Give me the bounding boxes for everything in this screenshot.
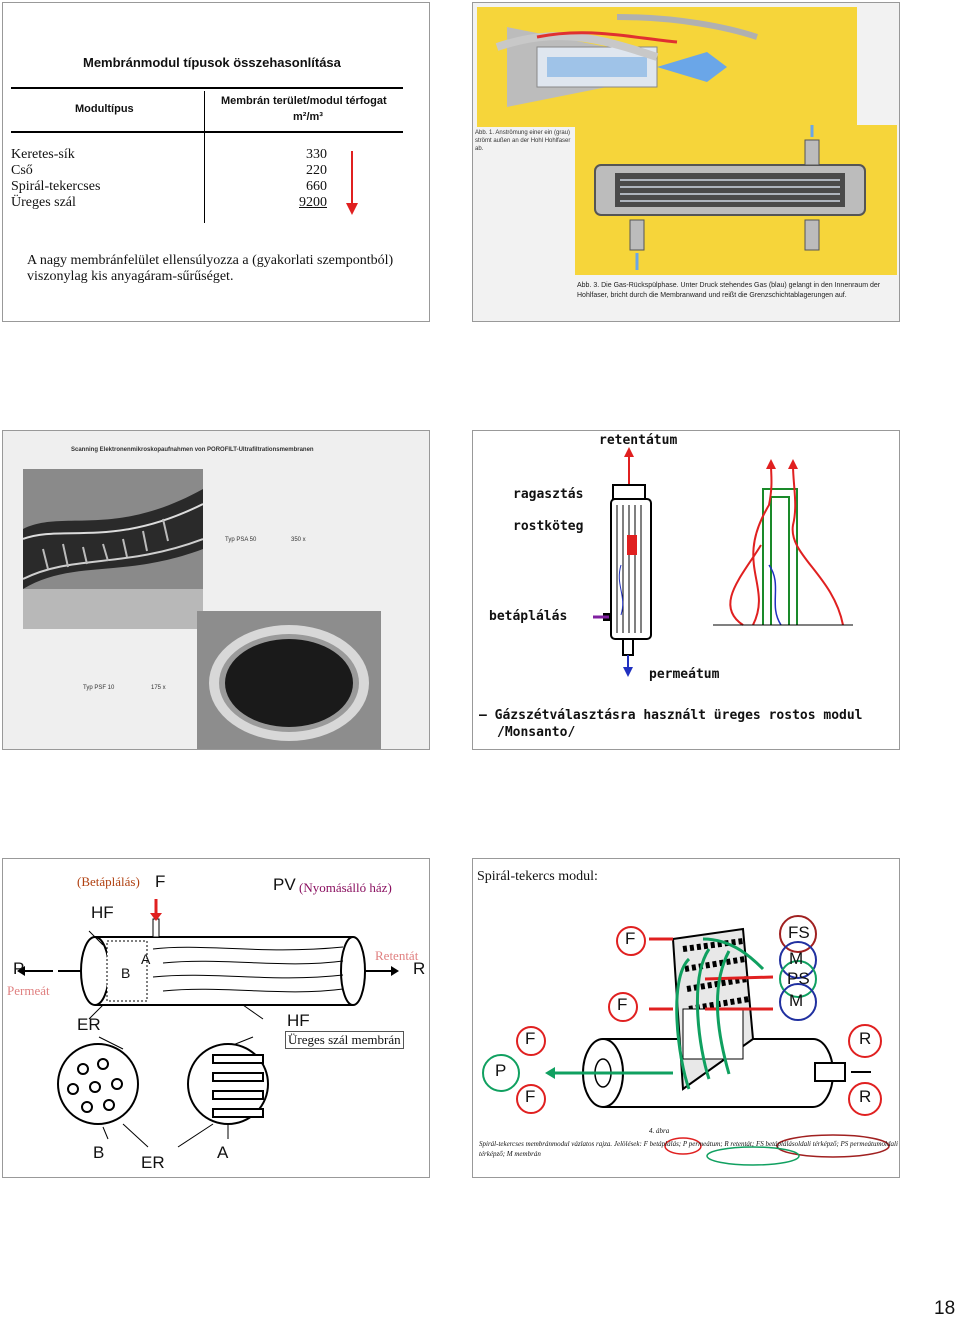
figure-number: 4. ábra — [649, 1127, 670, 1135]
f-symbol-1: F — [625, 929, 636, 948]
vessel-label: (Nyomásálló ház) — [299, 880, 392, 895]
psf10-magnification: 175 x — [151, 685, 166, 691]
slide-spiral-wound-module: Spirál-tekercs modul: — [472, 858, 900, 1178]
slide-hollow-fiber-membrane: (Betáplálás) F PV (Nyomásálló ház) HF P … — [2, 858, 430, 1178]
spiral-module-title: Spirál-tekercs modul: — [477, 869, 598, 884]
fs-symbol: FS — [788, 923, 810, 942]
title-underline — [11, 87, 403, 89]
module-caption-line2: /Monsanto/ — [497, 725, 576, 740]
fiber-label: Üreges szál membrán — [285, 1031, 404, 1049]
glue-label: ragasztás — [513, 487, 584, 502]
header-divider — [11, 131, 403, 133]
column-divider — [204, 91, 205, 223]
row-value: 9200 — [299, 195, 327, 210]
b-symbol: B — [93, 1143, 105, 1162]
sem-header: Scanning Elektronenmikroskopaufnahmen vo… — [71, 447, 314, 453]
sem-image-psa50 — [23, 469, 203, 629]
spiral-caption: Spirál-tekercses membránmodul vázlatos r… — [479, 1140, 898, 1158]
b-symbol-top: B — [121, 965, 131, 981]
abb3-caption: Abb. 3. Die Gas-Rückspülphase. Unter Dru… — [577, 282, 881, 299]
anstroemung-photo — [477, 7, 857, 127]
hf-symbol-lower: HF — [287, 1011, 310, 1030]
r-symbol-2: R — [859, 1087, 872, 1106]
header-unit: m²/m³ — [293, 111, 323, 123]
m-symbol-1: M — [789, 949, 804, 968]
hollow-fiber-membrane-drawing — [17, 899, 399, 1148]
module-caption-line1: – Gázszétválasztásra használt üreges ros… — [479, 708, 863, 723]
slide-membrane-comparison: Membránmodul típusok összehasonlítása Mo… — [2, 2, 430, 322]
slide-hollow-fiber-module: retentátum ragasztás rostköteg betáplálá… — [472, 430, 900, 750]
a-symbol: A — [217, 1143, 229, 1162]
feed-symbol: F — [155, 872, 166, 891]
psa50-label: Typ PSA 50 — [225, 537, 257, 543]
f-symbol-3: F — [525, 1029, 536, 1048]
feed-label: (Betáplálás) — [77, 874, 140, 889]
vessel-symbol: PV — [273, 875, 296, 894]
row-name: Keretes-sík — [11, 147, 75, 162]
bundle-label: rostköteg — [513, 519, 584, 534]
r-symbol-1: R — [859, 1029, 872, 1048]
slide-gas-backflush: Abb. 1. Anströmung einer ein (grau) strö… — [472, 2, 900, 322]
row-value: 220 — [306, 163, 327, 178]
hollow-fiber-module-drawing — [593, 447, 853, 677]
gas-backflush-figure — [575, 125, 897, 275]
f-symbol-4: F — [525, 1087, 536, 1106]
er-symbol: ER — [77, 1015, 101, 1034]
psa50-magnification: 350 x — [291, 537, 306, 543]
ps-symbol: PS — [787, 969, 810, 988]
row-value: 660 — [306, 179, 327, 194]
p-symbol: P — [495, 1061, 507, 1080]
table-values: 330 220 660 9200 — [283, 147, 327, 211]
retentate-label: Retentát — [375, 948, 419, 963]
row-name: Cső — [11, 163, 33, 178]
psf10-label: Typ PSF 10 — [83, 685, 115, 691]
table-row: Keretes-sík Cső Spirál-tekercses Üreges … — [11, 147, 151, 211]
sem-image-psf10 — [197, 611, 381, 749]
permeate-label: permeátum — [649, 667, 720, 682]
comparison-title: Membránmodul típusok összehasonlítása — [83, 55, 341, 70]
m-symbol-2: M — [789, 991, 804, 1010]
header-module-type: Modultípus — [75, 103, 134, 115]
abb1-caption: Abb. 1. Anströmung einer ein (grau) strö… — [475, 130, 571, 152]
slide-sem-images: Scanning Elektronenmikroskopaufnahmen vo… — [2, 430, 430, 750]
er-symbol-lower: ER — [141, 1153, 165, 1172]
row-value: 330 — [306, 147, 327, 162]
a-symbol-top: A — [141, 951, 151, 967]
feed-label: betáplálás — [489, 609, 568, 624]
row-name: Spirál-tekercses — [11, 179, 101, 194]
increase-arrow-icon — [346, 151, 358, 215]
f-symbol-2: F — [617, 995, 628, 1014]
header-area-volume: Membrán terület/modul térfogat — [221, 95, 387, 107]
permeate-label: Permeát — [7, 983, 50, 998]
row-name: Üreges szál — [11, 195, 76, 210]
spiral-module-drawing — [482, 915, 890, 1166]
page-number: 18 — [934, 1298, 956, 1319]
hf-symbol: HF — [91, 903, 114, 922]
module-caption: – Gázszétválasztásra használt üreges ros… — [479, 707, 863, 741]
retentate-symbol: R — [413, 959, 426, 978]
retentate-label: retentátum — [599, 433, 678, 448]
permeate-symbol: P — [13, 959, 25, 978]
caption: A nagy membránfelület ellensúlyozza a (g… — [27, 253, 394, 284]
